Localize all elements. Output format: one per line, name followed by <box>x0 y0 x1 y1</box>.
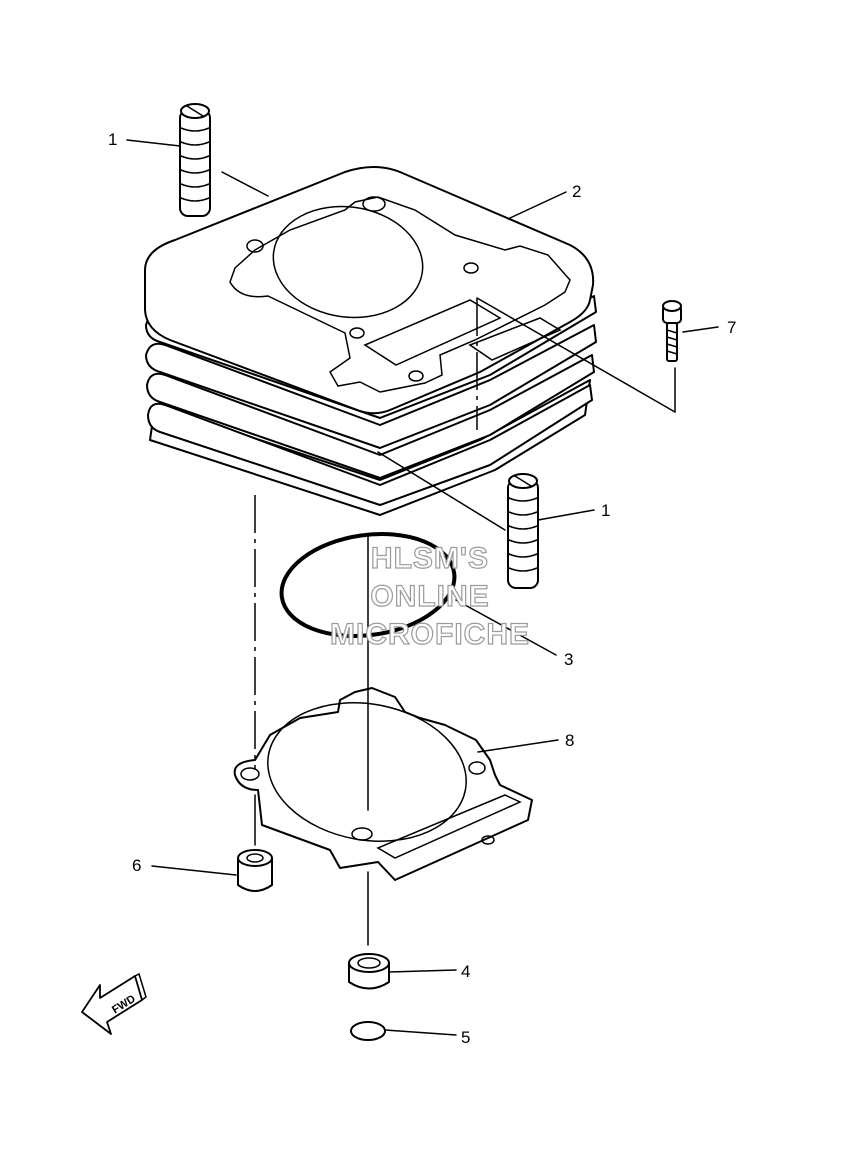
watermark-line3: MICROFICHE <box>330 618 530 651</box>
callout-2: 2 <box>572 182 581 201</box>
o-ring-large[interactable] <box>275 523 461 646</box>
callout-7: 7 <box>727 318 736 337</box>
callout-1-upper: 1 <box>108 130 117 149</box>
dowel-pin-lower[interactable] <box>507 473 539 589</box>
watermark-line1: HLSM'S <box>371 542 489 575</box>
o-ring-small[interactable] <box>350 1021 386 1041</box>
watermark: HLSM'S ONLINE MICROFICHE <box>329 541 530 651</box>
callout-1-lower: 1 <box>601 501 610 520</box>
cylinder-gasket[interactable] <box>233 687 533 881</box>
callout-3: 3 <box>564 650 573 669</box>
callout-4: 4 <box>461 962 470 981</box>
dowel-pin-upper[interactable] <box>179 103 211 217</box>
callout-8: 8 <box>565 731 574 750</box>
leader-lines <box>126 139 719 1036</box>
cylinder-body[interactable] <box>144 166 597 516</box>
callout-6: 6 <box>132 856 141 875</box>
callout-5: 5 <box>461 1028 470 1047</box>
dowel-sleeve[interactable] <box>348 953 390 990</box>
dowel-collar[interactable] <box>237 849 273 892</box>
fwd-arrow-icon: FWD <box>81 972 147 1035</box>
watermark-line2: ONLINE <box>370 580 489 613</box>
bolt[interactable] <box>662 300 682 362</box>
assembly-lines <box>221 171 676 946</box>
